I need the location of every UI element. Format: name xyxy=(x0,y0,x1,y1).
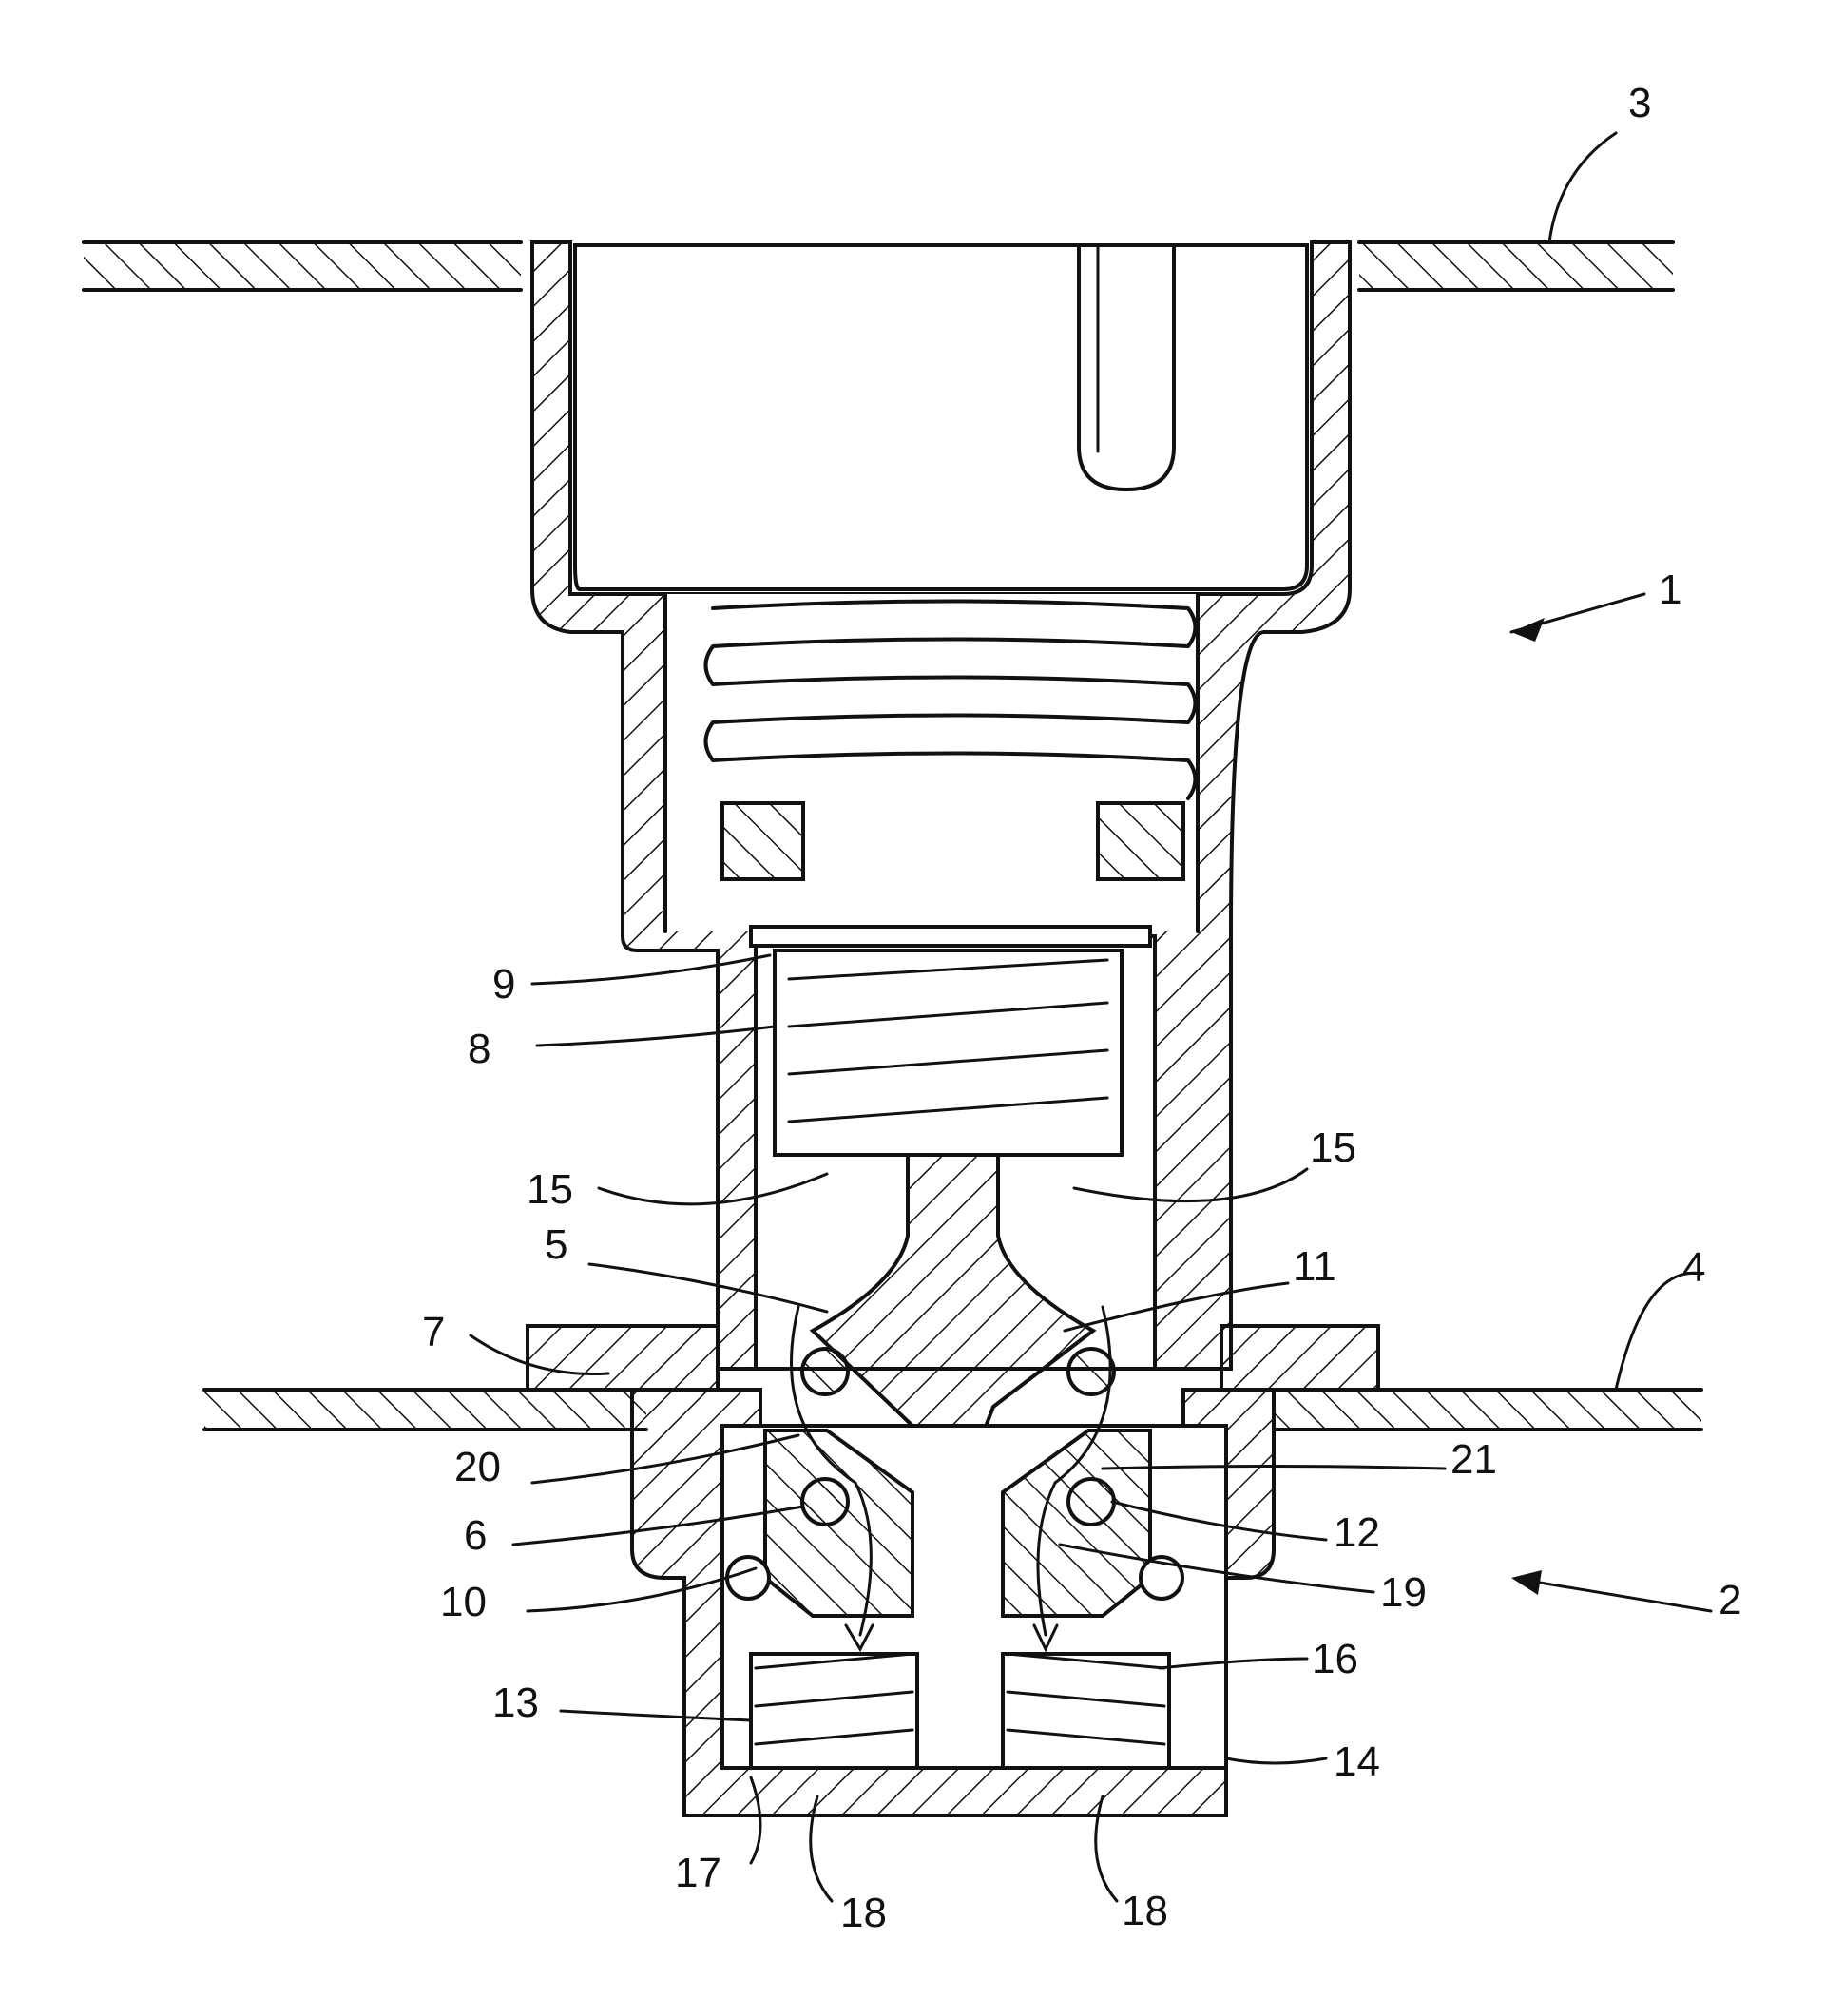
label-4: 4 xyxy=(1682,1244,1705,1291)
label-16: 16 xyxy=(1312,1636,1358,1682)
label-2: 2 xyxy=(1719,1577,1741,1623)
label-9: 9 xyxy=(492,961,515,1008)
label-1: 1 xyxy=(1659,566,1681,613)
label-18-right: 18 xyxy=(1122,1888,1168,1934)
label-15-right: 15 xyxy=(1310,1124,1356,1171)
label-17: 17 xyxy=(675,1850,721,1896)
label-20: 20 xyxy=(454,1444,501,1490)
label-6: 6 xyxy=(464,1512,487,1559)
label-19: 19 xyxy=(1380,1569,1427,1616)
label-5: 5 xyxy=(545,1221,567,1268)
label-8: 8 xyxy=(468,1026,490,1072)
label-15-left: 15 xyxy=(527,1166,573,1213)
label-7: 7 xyxy=(422,1309,445,1355)
label-12: 12 xyxy=(1334,1509,1380,1556)
label-13: 13 xyxy=(492,1680,539,1726)
label-10: 10 xyxy=(440,1579,487,1625)
label-18-left: 18 xyxy=(840,1890,887,1936)
label-3: 3 xyxy=(1628,80,1651,126)
label-14: 14 xyxy=(1334,1738,1380,1785)
upper-spring xyxy=(775,950,1122,1155)
label-11: 11 xyxy=(1293,1243,1336,1290)
label-21: 21 xyxy=(1450,1436,1497,1483)
